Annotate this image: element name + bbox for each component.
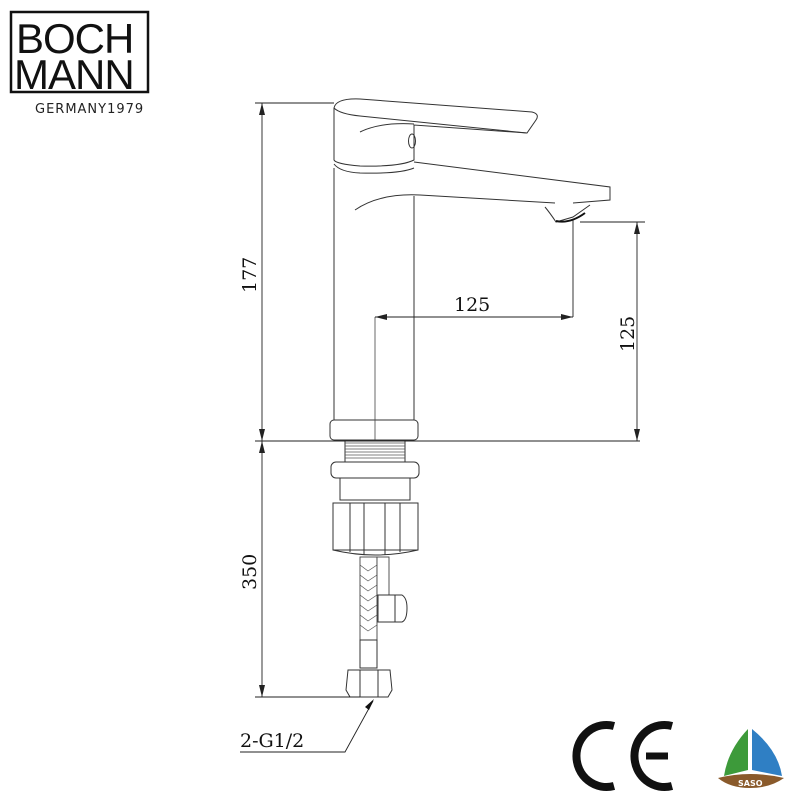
faucet-outline xyxy=(329,98,611,698)
dimension-lines xyxy=(240,102,645,753)
saso-label: SASO xyxy=(738,779,763,788)
logo-line1: BOCH xyxy=(16,15,133,62)
logo-tagline: GERMANY1979 xyxy=(35,102,144,117)
logo-line2: MANN xyxy=(14,51,134,98)
brand-logo: BOCH MANN GERMANY1979 xyxy=(9,10,150,117)
dimension-spout-height: 125 xyxy=(617,316,639,352)
dimension-total-height: 177 xyxy=(239,257,261,293)
dimension-hose-length: 350 xyxy=(239,554,261,590)
dimension-spout-reach: 125 xyxy=(454,294,490,316)
saso-mark: SASO xyxy=(718,729,784,788)
connection-thread-label: 2-G1/2 xyxy=(240,730,304,752)
ce-mark xyxy=(572,721,674,791)
thread-lines xyxy=(345,442,405,459)
